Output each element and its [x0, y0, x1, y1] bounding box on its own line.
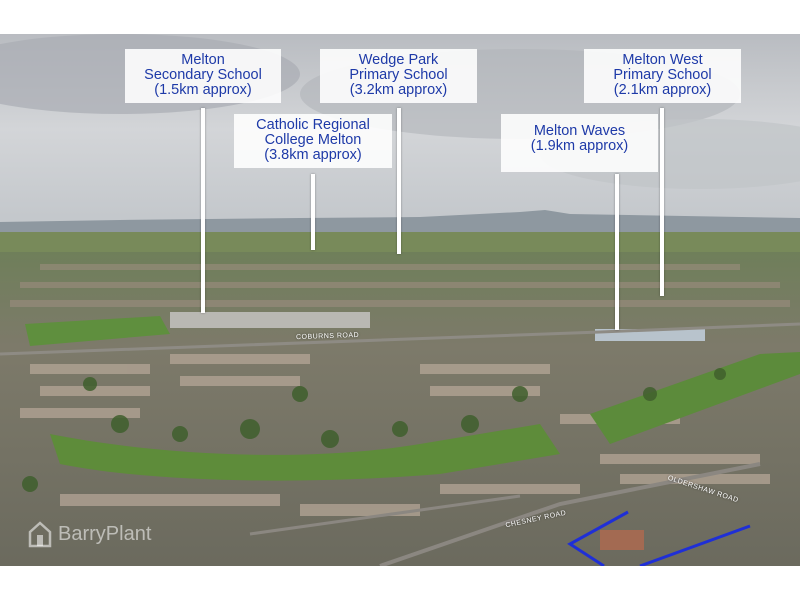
chesney-road: [249, 494, 521, 536]
pointer-line-catholic-regional: [311, 174, 315, 250]
callout-line: Melton: [181, 52, 225, 68]
callout-line: Primary School: [349, 67, 448, 83]
callout-line: College Melton: [264, 132, 362, 148]
callout-line: Secondary School: [144, 67, 262, 83]
house-logo-icon: [28, 520, 52, 548]
watermark: BarryPlant: [28, 520, 151, 548]
callout-line: (2.1km approx): [613, 82, 712, 98]
callout-melton-west-primary-school: Melton West Primary School (2.1km approx…: [584, 49, 741, 103]
coburns-road: [0, 322, 800, 356]
oldershaw-road: [379, 462, 761, 566]
school-buildings: [170, 312, 370, 328]
callout-line: Catholic Regional: [256, 117, 370, 133]
pointer-line-melton-waves: [615, 174, 619, 330]
callout-melton-waves: Melton Waves (1.9km approx): [501, 114, 658, 172]
callout-melton-secondary-school: Melton Secondary School (1.5km approx): [125, 49, 281, 103]
subject-house: [600, 530, 644, 550]
callout-line: (3.8km approx): [264, 147, 362, 163]
callout-line: Wedge Park: [358, 52, 439, 68]
callout-line: (1.9km approx): [530, 138, 629, 154]
watermark-text: BarryPlant: [58, 522, 152, 545]
reserve: [590, 352, 800, 444]
callout-line: (1.5km approx): [154, 82, 252, 98]
callout-catholic-regional-college: Catholic Regional College Melton (3.8km …: [234, 114, 392, 168]
callout-line: (3.2km approx): [349, 82, 448, 98]
property-boundary: [567, 510, 629, 566]
callout-line: Melton Waves: [533, 123, 626, 139]
pointer-line-melton-west: [660, 108, 664, 296]
pointer-line-melton-secondary: [201, 108, 205, 313]
callout-line: Primary School: [613, 67, 712, 83]
callout-wedge-park-primary-school: Wedge Park Primary School (3.2km approx): [320, 49, 477, 103]
pointer-line-wedge-park: [397, 108, 401, 254]
linear-park: [50, 424, 560, 481]
sports-oval: [25, 316, 170, 346]
callout-line: Melton West: [622, 52, 703, 68]
